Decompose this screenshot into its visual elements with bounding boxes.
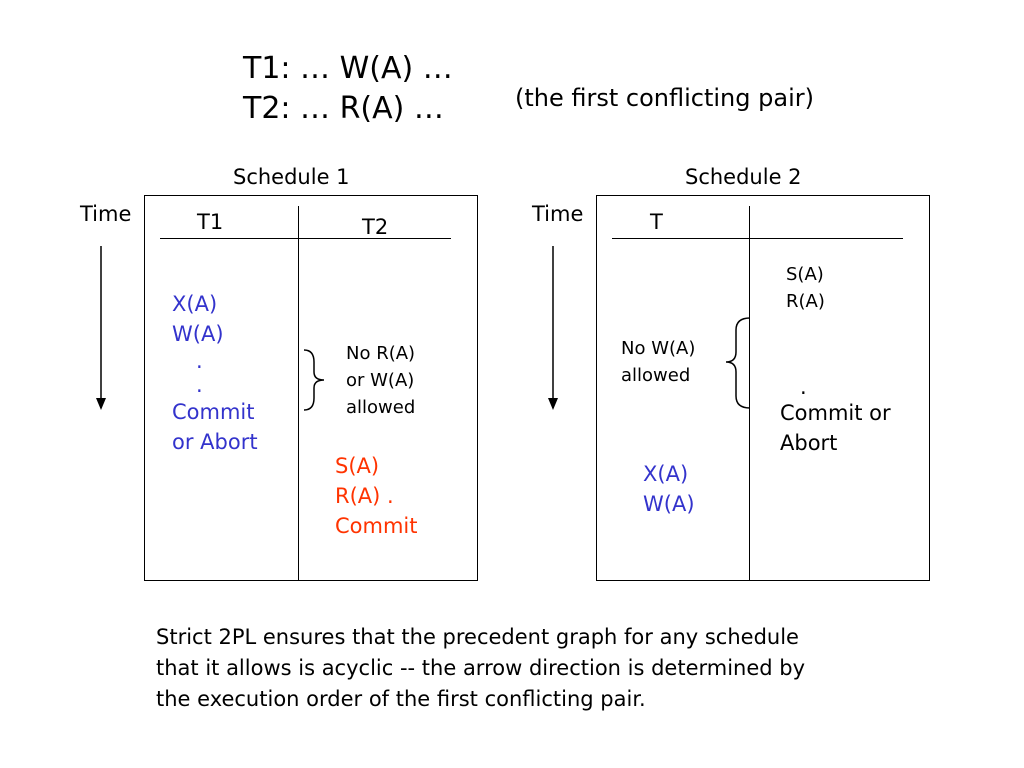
op-or-abort: or Abort	[172, 430, 258, 454]
op-abort: Abort	[780, 431, 838, 455]
op-commit-or: Commit or	[780, 401, 891, 425]
schedule1-title: Schedule 1	[233, 165, 350, 189]
schedule2-brace-note: No W(A) allowed	[621, 335, 695, 389]
arrow-head-1	[96, 398, 106, 410]
header-note: (the first conflicting pair)	[515, 84, 814, 112]
header-t2-line: T2: … R(A) …	[243, 91, 444, 126]
schedule2-table	[596, 195, 930, 581]
caption: Strict 2PL ensures that the precedent gr…	[156, 622, 805, 715]
schedule1-col-t1: T1	[197, 210, 224, 234]
brace-note-line: allowed	[621, 365, 691, 386]
schedule2-time-label: Time	[532, 202, 584, 226]
op-xa: X(A)	[643, 462, 689, 486]
schedule2-column-divider	[749, 206, 750, 581]
op-sa: S(A)	[786, 264, 824, 285]
schedule1-brace-note: No R(A) or W(A) allowed	[346, 340, 415, 421]
schedule1-header-underline	[160, 238, 451, 239]
schedule2-right-bottom-ops: . Commit or Abort	[780, 376, 891, 458]
op-wa: W(A)	[172, 322, 224, 346]
schedule1-t1-ops: X(A) W(A) . . Commit or Abort	[172, 289, 258, 457]
schedule2-col-t: T	[650, 210, 663, 234]
arrow-head-2	[548, 398, 558, 410]
schedule2-right-top-ops: S(A) R(A)	[786, 261, 825, 315]
op-sa: S(A)	[335, 454, 380, 478]
op-dot: .	[800, 375, 807, 399]
op-ra: R(A) .	[335, 484, 394, 508]
brace-note-line: No R(A)	[346, 343, 416, 364]
schedule2-left-ops: X(A) W(A)	[643, 459, 695, 519]
op-dot: .	[196, 349, 203, 373]
schedule1-table	[144, 195, 478, 581]
op-ra: R(A)	[786, 291, 825, 312]
op-commit: Commit	[335, 514, 418, 538]
header-t1-line: T1: … W(A) …	[243, 51, 453, 86]
schedule2-header-underline	[612, 238, 903, 239]
brace-note-line: No W(A)	[621, 338, 696, 359]
caption-line: that it allows is acyclic -- the arrow d…	[156, 656, 806, 680]
schedule1-column-divider	[298, 206, 299, 581]
op-wa: W(A)	[643, 492, 695, 516]
schedule1-t2-ops: S(A) R(A) . Commit	[335, 451, 418, 541]
brace-note-line: allowed	[346, 397, 416, 418]
op-commit: Commit	[172, 400, 255, 424]
op-xa: X(A)	[172, 292, 218, 316]
schedule2-title: Schedule 2	[685, 165, 802, 189]
brace-note-line: or W(A)	[346, 370, 415, 391]
caption-line: the execution order of the first conflic…	[156, 687, 646, 711]
caption-line: Strict 2PL ensures that the precedent gr…	[156, 625, 799, 649]
schedule1-time-label: Time	[80, 202, 132, 226]
schedule1-col-t2: T2	[362, 215, 389, 239]
op-dot: .	[196, 373, 203, 397]
